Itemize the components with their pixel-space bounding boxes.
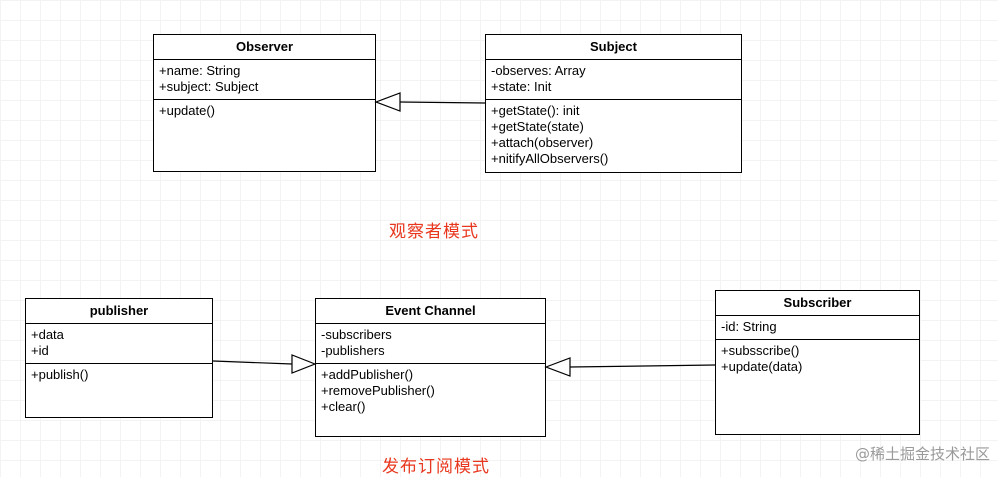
method: +update() <box>159 103 216 118</box>
attribute: -id: String <box>721 319 777 334</box>
class-attributes: -observes: Array +state: Init <box>486 60 741 100</box>
caption-observer-pattern: 观察者模式 <box>389 222 479 242</box>
attribute: +id <box>31 343 49 358</box>
class-subscriber: Subscriber -id: String +subsscribe() +up… <box>715 290 920 435</box>
method: +getState(): init <box>491 103 580 118</box>
class-attributes: -subscribers -publishers <box>316 324 545 364</box>
class-attributes: +data +id <box>26 324 212 364</box>
class-methods: +publish() <box>26 364 212 387</box>
attribute: -subscribers <box>321 327 392 342</box>
class-observer: Observer +name: String +subject: Subject… <box>153 34 376 172</box>
class-attributes: +name: String +subject: Subject <box>154 60 375 100</box>
method: +removePublisher() <box>321 383 435 398</box>
attribute: +state: Init <box>491 79 552 94</box>
caption-pubsub-pattern: 发布订阅模式 <box>382 457 490 477</box>
method: +addPublisher() <box>321 367 414 382</box>
class-title: Event Channel <box>316 299 545 324</box>
attribute: +subject: Subject <box>159 79 259 94</box>
attribute: +name: String <box>159 63 241 78</box>
method: +update(data) <box>721 359 803 374</box>
class-title: Observer <box>154 35 375 60</box>
attribute: +data <box>31 327 64 342</box>
attribute: -publishers <box>321 343 385 358</box>
class-methods: +getState(): init +getState(state) +atta… <box>486 100 741 171</box>
watermark: @稀土掘金技术社区 <box>854 445 990 463</box>
class-methods: +addPublisher() +removePublisher() +clea… <box>316 364 545 419</box>
class-methods: +update() <box>154 100 375 123</box>
class-publisher: publisher +data +id +publish() <box>25 298 213 418</box>
class-title: publisher <box>26 299 212 324</box>
method: +clear() <box>321 399 366 414</box>
observer-subject-arrow <box>374 92 486 112</box>
attribute: -observes: Array <box>491 63 586 78</box>
class-event-channel: Event Channel -subscribers -publishers +… <box>315 298 546 437</box>
method: +publish() <box>31 367 89 382</box>
subscriber-channel-arrow <box>544 357 716 377</box>
method: +subsscribe() <box>721 343 800 358</box>
method: +attach(observer) <box>491 135 594 150</box>
class-attributes: -id: String <box>716 316 919 340</box>
class-subject: Subject -observes: Array +state: Init +g… <box>485 34 742 173</box>
method: +getState(state) <box>491 119 584 134</box>
method: +nitifyAllObservers() <box>491 151 609 166</box>
class-title: Subject <box>486 35 741 60</box>
publisher-channel-arrow <box>212 354 317 374</box>
class-title: Subscriber <box>716 291 919 316</box>
class-methods: +subsscribe() +update(data) <box>716 340 919 379</box>
